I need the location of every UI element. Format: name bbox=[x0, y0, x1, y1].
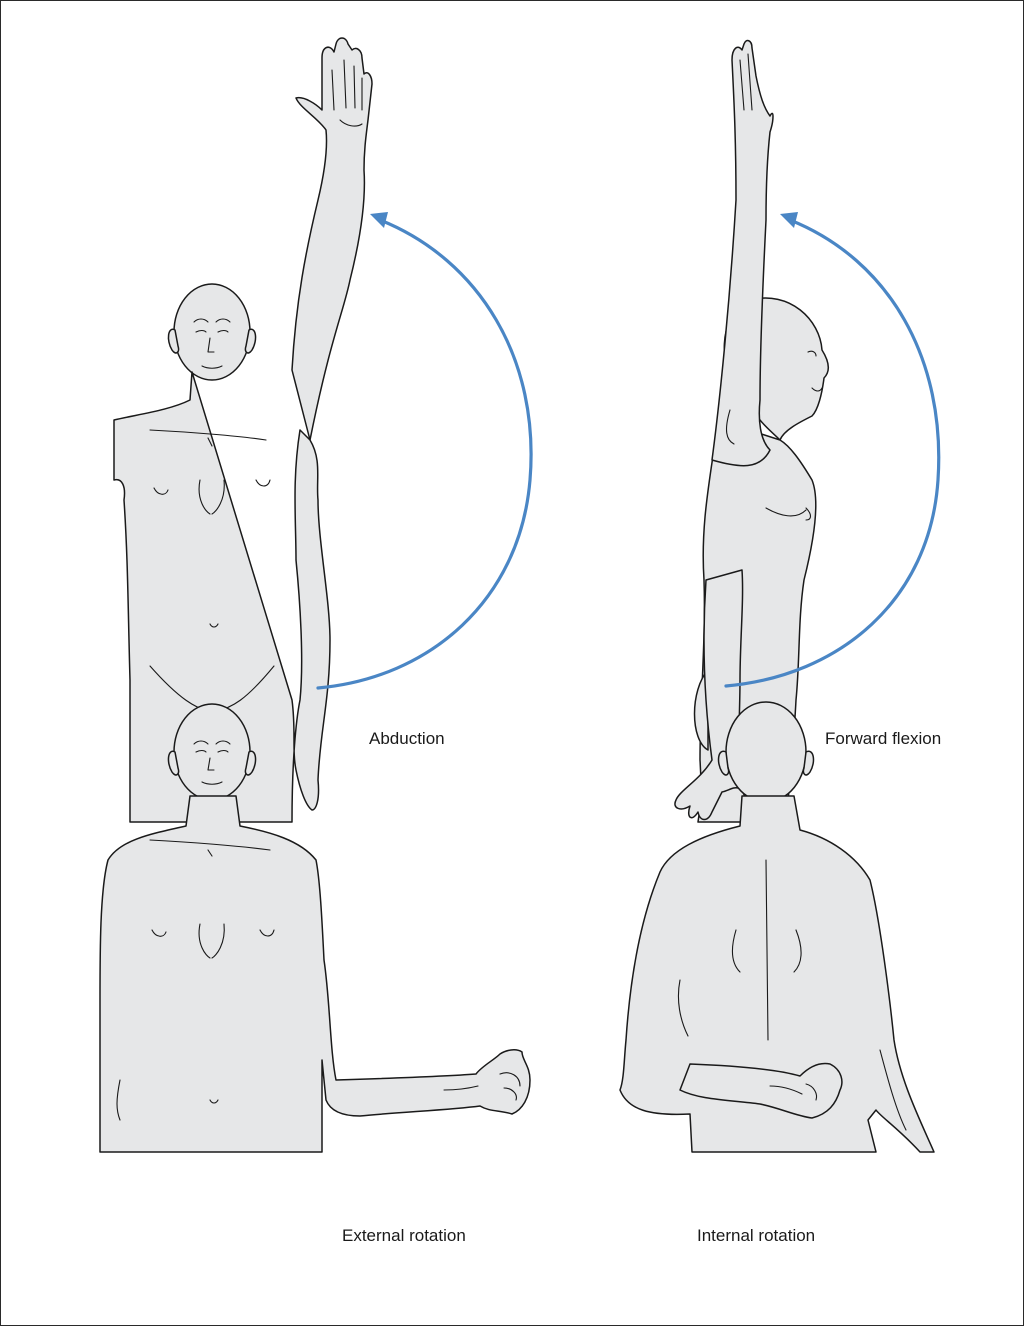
caption-forward-flexion: Forward flexion bbox=[825, 729, 941, 749]
abduction-figure bbox=[114, 38, 372, 822]
caption-abduction: Abduction bbox=[369, 729, 445, 749]
caption-internal-rotation: Internal rotation bbox=[697, 1226, 815, 1246]
caption-external-rotation: External rotation bbox=[342, 1226, 466, 1246]
internal-rotation-figure bbox=[620, 702, 934, 1152]
